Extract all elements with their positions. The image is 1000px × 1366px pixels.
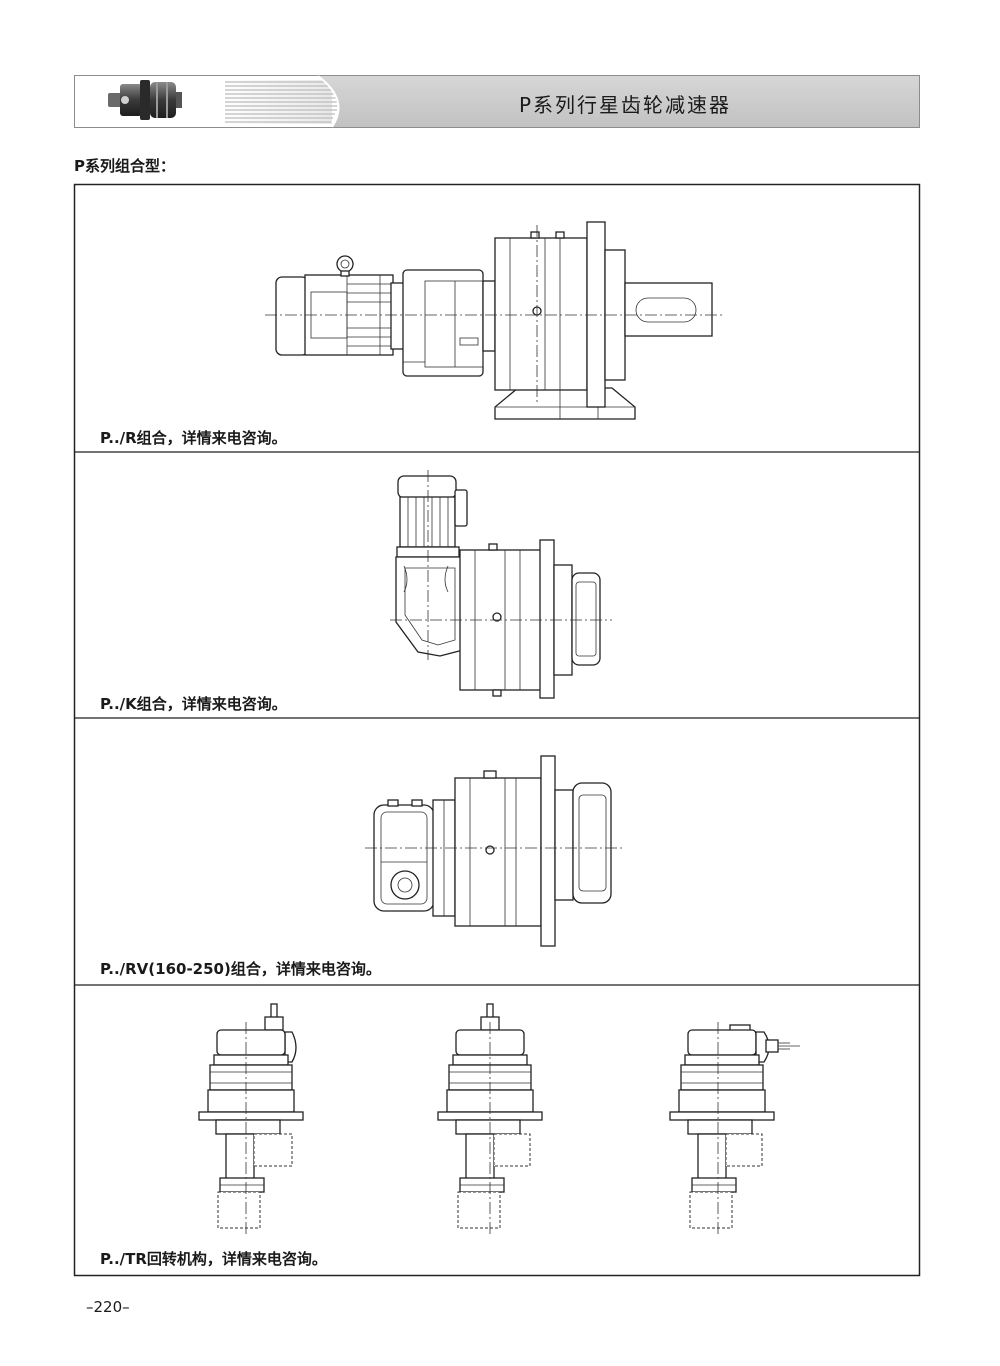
terminal-box [454, 489, 468, 527]
panel-caption-k: P../K组合，详情来电咨询。 [100, 695, 287, 713]
worm-gearbox [373, 799, 456, 917]
planetary-gearbox-icon [108, 80, 182, 120]
helical-gearbox [402, 269, 484, 377]
page-number: –220– [86, 1298, 130, 1316]
output-hub [571, 572, 601, 666]
page-title: P系列行星齿轮减速器 [518, 93, 732, 117]
mounting-foot [494, 387, 636, 420]
worm-shaft-bore [390, 870, 420, 900]
output-hub [572, 782, 612, 904]
drawing-p-tr-slewing-drive-1 [198, 1003, 304, 1235]
output-flange [540, 755, 556, 947]
output-shaft [624, 282, 713, 337]
drawing-p-tr-slewing-drive-2 [437, 1003, 543, 1235]
motor [275, 255, 394, 356]
planetary-gearbox-body [494, 231, 588, 391]
panel-caption-tr: P../TR回转机构，详情来电咨询。 [100, 1250, 327, 1268]
panel-caption-rv: P../RV(160-250)组合，详情来电咨询。 [100, 960, 381, 978]
output-flange [586, 221, 606, 408]
section-title: P系列组合型： [74, 157, 175, 175]
panel-caption-r: P../R组合，详情来电咨询。 [100, 429, 287, 447]
vertical-motor [396, 475, 468, 558]
drawing-p-r-combination [265, 221, 722, 420]
header-band [318, 76, 919, 127]
header-stripes [222, 80, 338, 124]
page-header [74, 75, 920, 128]
drawing-p-rv-combination [365, 755, 622, 947]
output-flange [539, 539, 555, 699]
eye-bolt [336, 255, 354, 273]
drawing-p-k-combination [390, 470, 612, 699]
planetary-gearbox-body [454, 770, 542, 927]
combination-table [73, 183, 921, 1277]
drawing-p-tr-slewing-drive-3 [669, 1022, 800, 1235]
bevel-gearbox [395, 556, 464, 657]
